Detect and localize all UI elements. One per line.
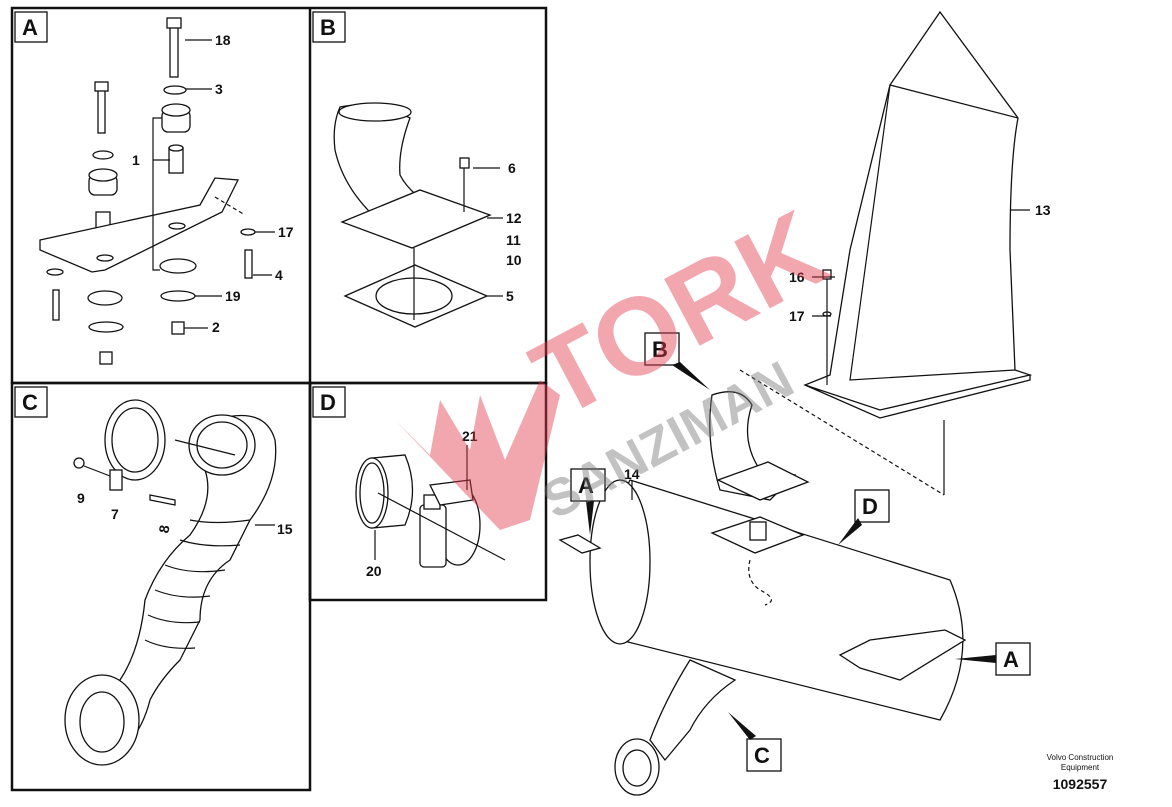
callout-number: 1 — [132, 152, 140, 168]
callout-number: 12 — [506, 210, 522, 226]
panel-letter-b: B — [312, 11, 346, 43]
reference-letter: A — [578, 473, 594, 498]
callout-number: 15 — [277, 521, 293, 537]
reference-letter: B — [652, 337, 668, 362]
reference-letter: D — [862, 494, 878, 519]
callout-number: 10 — [506, 252, 522, 268]
main-assembly-drawing: 13 16 17 14 — [558, 10, 1051, 796]
company-name-line2: Equipment — [1060, 763, 1100, 772]
panel-frames — [10, 6, 548, 792]
reference-letter: C — [754, 743, 770, 768]
panel-c-drawing: 9 7 8 15 — [64, 399, 293, 766]
callout-number: 14 — [624, 466, 640, 482]
callout-number: 17 — [278, 224, 294, 240]
drawing-footer: Volvo Construction Equipment 1092557 — [1030, 753, 1130, 793]
ref-box-c: C — [728, 712, 782, 772]
drawing-number: 1092557 — [1052, 776, 1108, 792]
callout-number: 16 — [789, 269, 805, 285]
callout-number: 20 — [366, 563, 382, 579]
reference-letter: A — [1003, 647, 1019, 672]
callout-number: 3 — [215, 81, 223, 97]
callout-number: 17 — [789, 308, 805, 324]
panel-letter-c: C — [14, 386, 48, 418]
panel-b-drawing: 6 12 11 10 5 — [333, 102, 522, 328]
callout-number: 11 — [506, 232, 521, 248]
callout-number: 6 — [508, 160, 516, 176]
callout-number: 5 — [506, 288, 514, 304]
callout-number: 7 — [111, 506, 119, 522]
callout-number: 2 — [212, 319, 220, 335]
panel-a-drawing: 18 3 1 17 4 19 2 — [39, 17, 294, 365]
panel-d-drawing: 21 20 — [355, 428, 506, 579]
reference-letter: B — [320, 15, 336, 40]
panel-letter-d: D — [312, 386, 346, 418]
reference-letter: D — [320, 390, 336, 415]
reference-letter: C — [22, 390, 38, 415]
callout-number: 21 — [462, 428, 478, 444]
callout-number: 8 — [155, 524, 172, 535]
callout-number: 18 — [215, 32, 231, 48]
callout-number: 9 — [77, 490, 85, 506]
callout-number: 13 — [1035, 202, 1051, 218]
reference-letter: A — [22, 15, 38, 40]
ref-box-a-left: A — [570, 468, 606, 535]
callout-number: 19 — [225, 288, 241, 304]
ref-box-b: B — [644, 332, 710, 390]
callout-number: 4 — [275, 267, 283, 283]
ref-box-a-right: A — [955, 642, 1031, 676]
company-name: Volvo Construction — [1046, 753, 1114, 762]
ref-box-d: D — [838, 489, 890, 545]
panel-letter-a: A — [14, 11, 48, 43]
